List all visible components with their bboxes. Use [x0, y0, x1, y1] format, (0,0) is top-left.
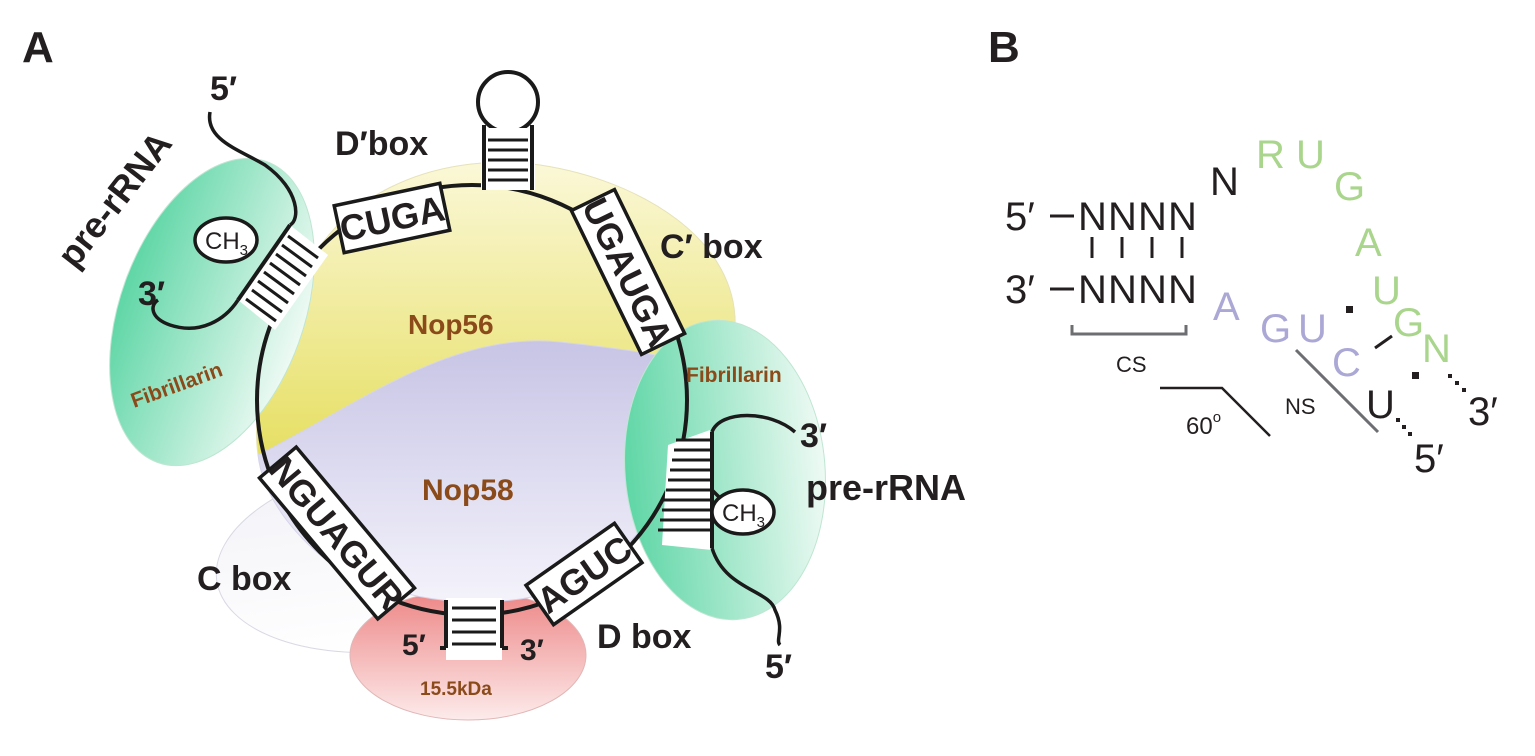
ch3-left-base: CH — [205, 228, 240, 255]
green-nt-n: N — [1422, 327, 1451, 371]
bottom-strand-3-prime: 3′ — [1005, 268, 1035, 312]
dotted-3-prime-tail — [1448, 374, 1466, 392]
panel-b-label: B — [988, 23, 1020, 72]
ch3-right-sub: 3 — [757, 514, 765, 531]
black-nt-u: U — [1366, 383, 1395, 427]
green-nt-r: R — [1256, 133, 1285, 177]
right-guide-duplex — [658, 430, 714, 550]
top-nt-3: N — [1138, 195, 1167, 239]
fibrillarin-left-shape — [109, 157, 315, 467]
purple-nt-c: C — [1332, 341, 1361, 385]
top-strand-5-prime: 5′ — [1005, 195, 1035, 239]
pair-dot-1 — [1346, 306, 1353, 313]
right-pre-rrna-label: pre-rRNA — [806, 467, 966, 508]
green-nt-u1: U — [1296, 133, 1325, 177]
svg-text:CH3: CH3 — [722, 500, 765, 531]
ns-label: NS — [1285, 394, 1316, 419]
c-prime-box-label: C′ box — [660, 228, 763, 266]
left-pre-rrna-5-strand — [207, 111, 298, 227]
angle-60-label: 60o — [1186, 409, 1221, 440]
c-box-label: C box — [197, 560, 292, 598]
left-pre-rrna-3-strand — [151, 298, 240, 330]
cs-label: CS — [1116, 352, 1147, 377]
svg-text:CH3: CH3 — [205, 228, 248, 259]
top-nt-2: N — [1108, 195, 1137, 239]
d-box-label: D box — [597, 618, 692, 656]
d-prime-box-label: D′box — [335, 125, 428, 163]
end-5-prime: 5′ — [1414, 437, 1444, 481]
base-pair-bars — [1090, 237, 1184, 258]
right-pre-rrna-5-strand — [710, 547, 782, 647]
top-hairpin — [476, 70, 540, 190]
nop58-label: Nop58 — [422, 474, 514, 507]
cs-bracket — [1070, 325, 1188, 336]
green-nt-g2: G — [1393, 301, 1424, 345]
green-nt-u2: U — [1372, 269, 1401, 313]
left-guide-duplex — [236, 223, 328, 330]
left-ch3-group: CH3 — [193, 216, 259, 264]
angle-60-marker — [1160, 386, 1271, 437]
ns-line — [1294, 348, 1380, 434]
fibrillarin-right-label: Fibrillarin — [686, 364, 782, 387]
right-5-prime: 5′ — [765, 648, 792, 686]
bottom-nt-3: N — [1138, 268, 1167, 312]
left-5-prime: 5′ — [210, 70, 237, 108]
pair-dot-2 — [1412, 372, 1419, 379]
green-nt-a: A — [1355, 221, 1382, 265]
angle-degree-symbol: o — [1213, 409, 1221, 426]
top-nt-4: N — [1168, 195, 1197, 239]
purple-nt-a: A — [1213, 285, 1240, 329]
end-3-prime: 3′ — [1468, 390, 1498, 434]
pair-dash — [1374, 334, 1393, 350]
protein-15-5kda-label: 15.5kDa — [420, 679, 492, 700]
right-3-prime: 3′ — [800, 417, 827, 455]
purple-nt-u: U — [1298, 307, 1327, 351]
green-nt-g1: G — [1334, 165, 1365, 209]
bottom-nt-1: N — [1078, 268, 1107, 312]
left-3-prime: 3′ — [138, 275, 165, 313]
bottom-nt-4: N — [1168, 268, 1197, 312]
right-pre-rrna-3-strand — [710, 413, 797, 434]
ch3-right-base: CH — [722, 500, 757, 527]
loop-n: N — [1210, 160, 1239, 204]
ch3-left-sub: 3 — [240, 242, 248, 259]
angle-value: 60 — [1186, 413, 1213, 440]
d-prime-box: CUGA — [332, 181, 452, 255]
bottom-stem — [440, 598, 508, 660]
stem-5-prime: 5′ — [402, 629, 426, 662]
purple-nt-g: G — [1260, 307, 1291, 351]
top-nt-1: N — [1078, 195, 1107, 239]
bottom-nt-2: N — [1108, 268, 1137, 312]
right-ch3-group: CH3 — [710, 488, 776, 536]
stem-3-prime: 3′ — [520, 634, 544, 667]
nop56-label: Nop56 — [408, 309, 494, 340]
panel-a-label: A — [22, 23, 54, 72]
dotted-5-prime-tail — [1396, 418, 1412, 436]
